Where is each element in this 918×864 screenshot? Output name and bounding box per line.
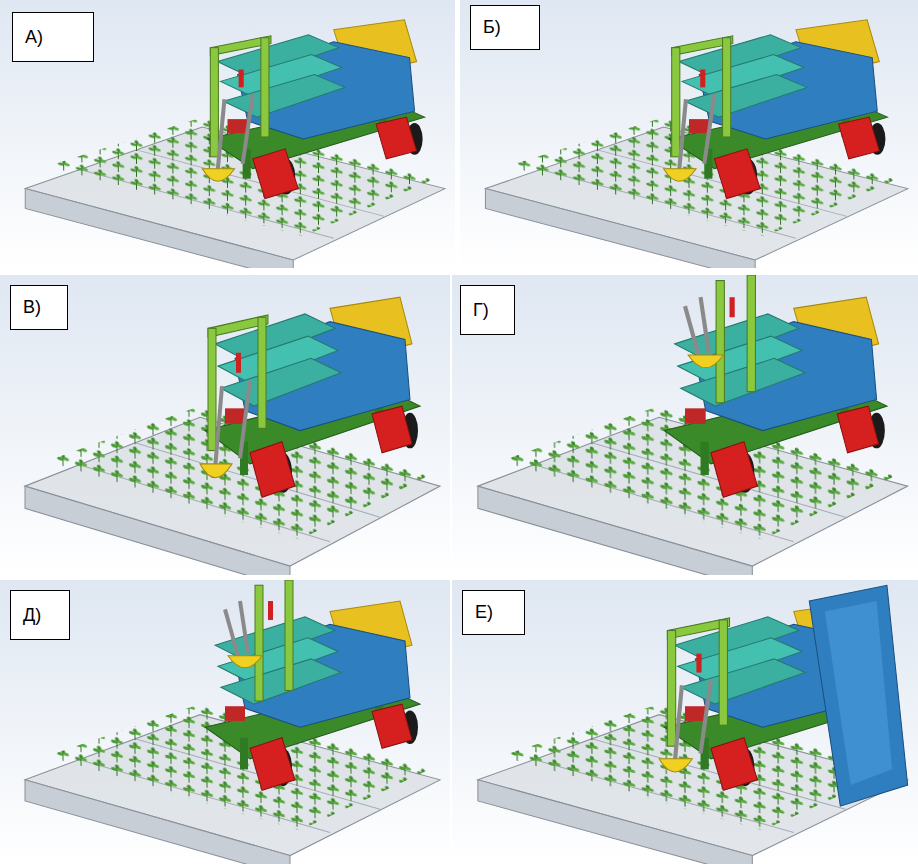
panel-label-box: Е): [462, 590, 525, 635]
panel-label: Б): [483, 17, 501, 38]
panel-label: Д): [23, 605, 41, 626]
panel-label: В): [23, 297, 41, 318]
panel-label: Е): [475, 602, 493, 623]
panel-label: Г): [473, 300, 489, 321]
panel-label-box: Б): [470, 5, 540, 50]
panel-label: А): [25, 27, 43, 48]
panel-label-box: А): [12, 12, 94, 62]
panel-label-box: Д): [10, 590, 70, 640]
panel-label-box: В): [10, 285, 68, 330]
panel-label-box: Г): [460, 285, 515, 335]
